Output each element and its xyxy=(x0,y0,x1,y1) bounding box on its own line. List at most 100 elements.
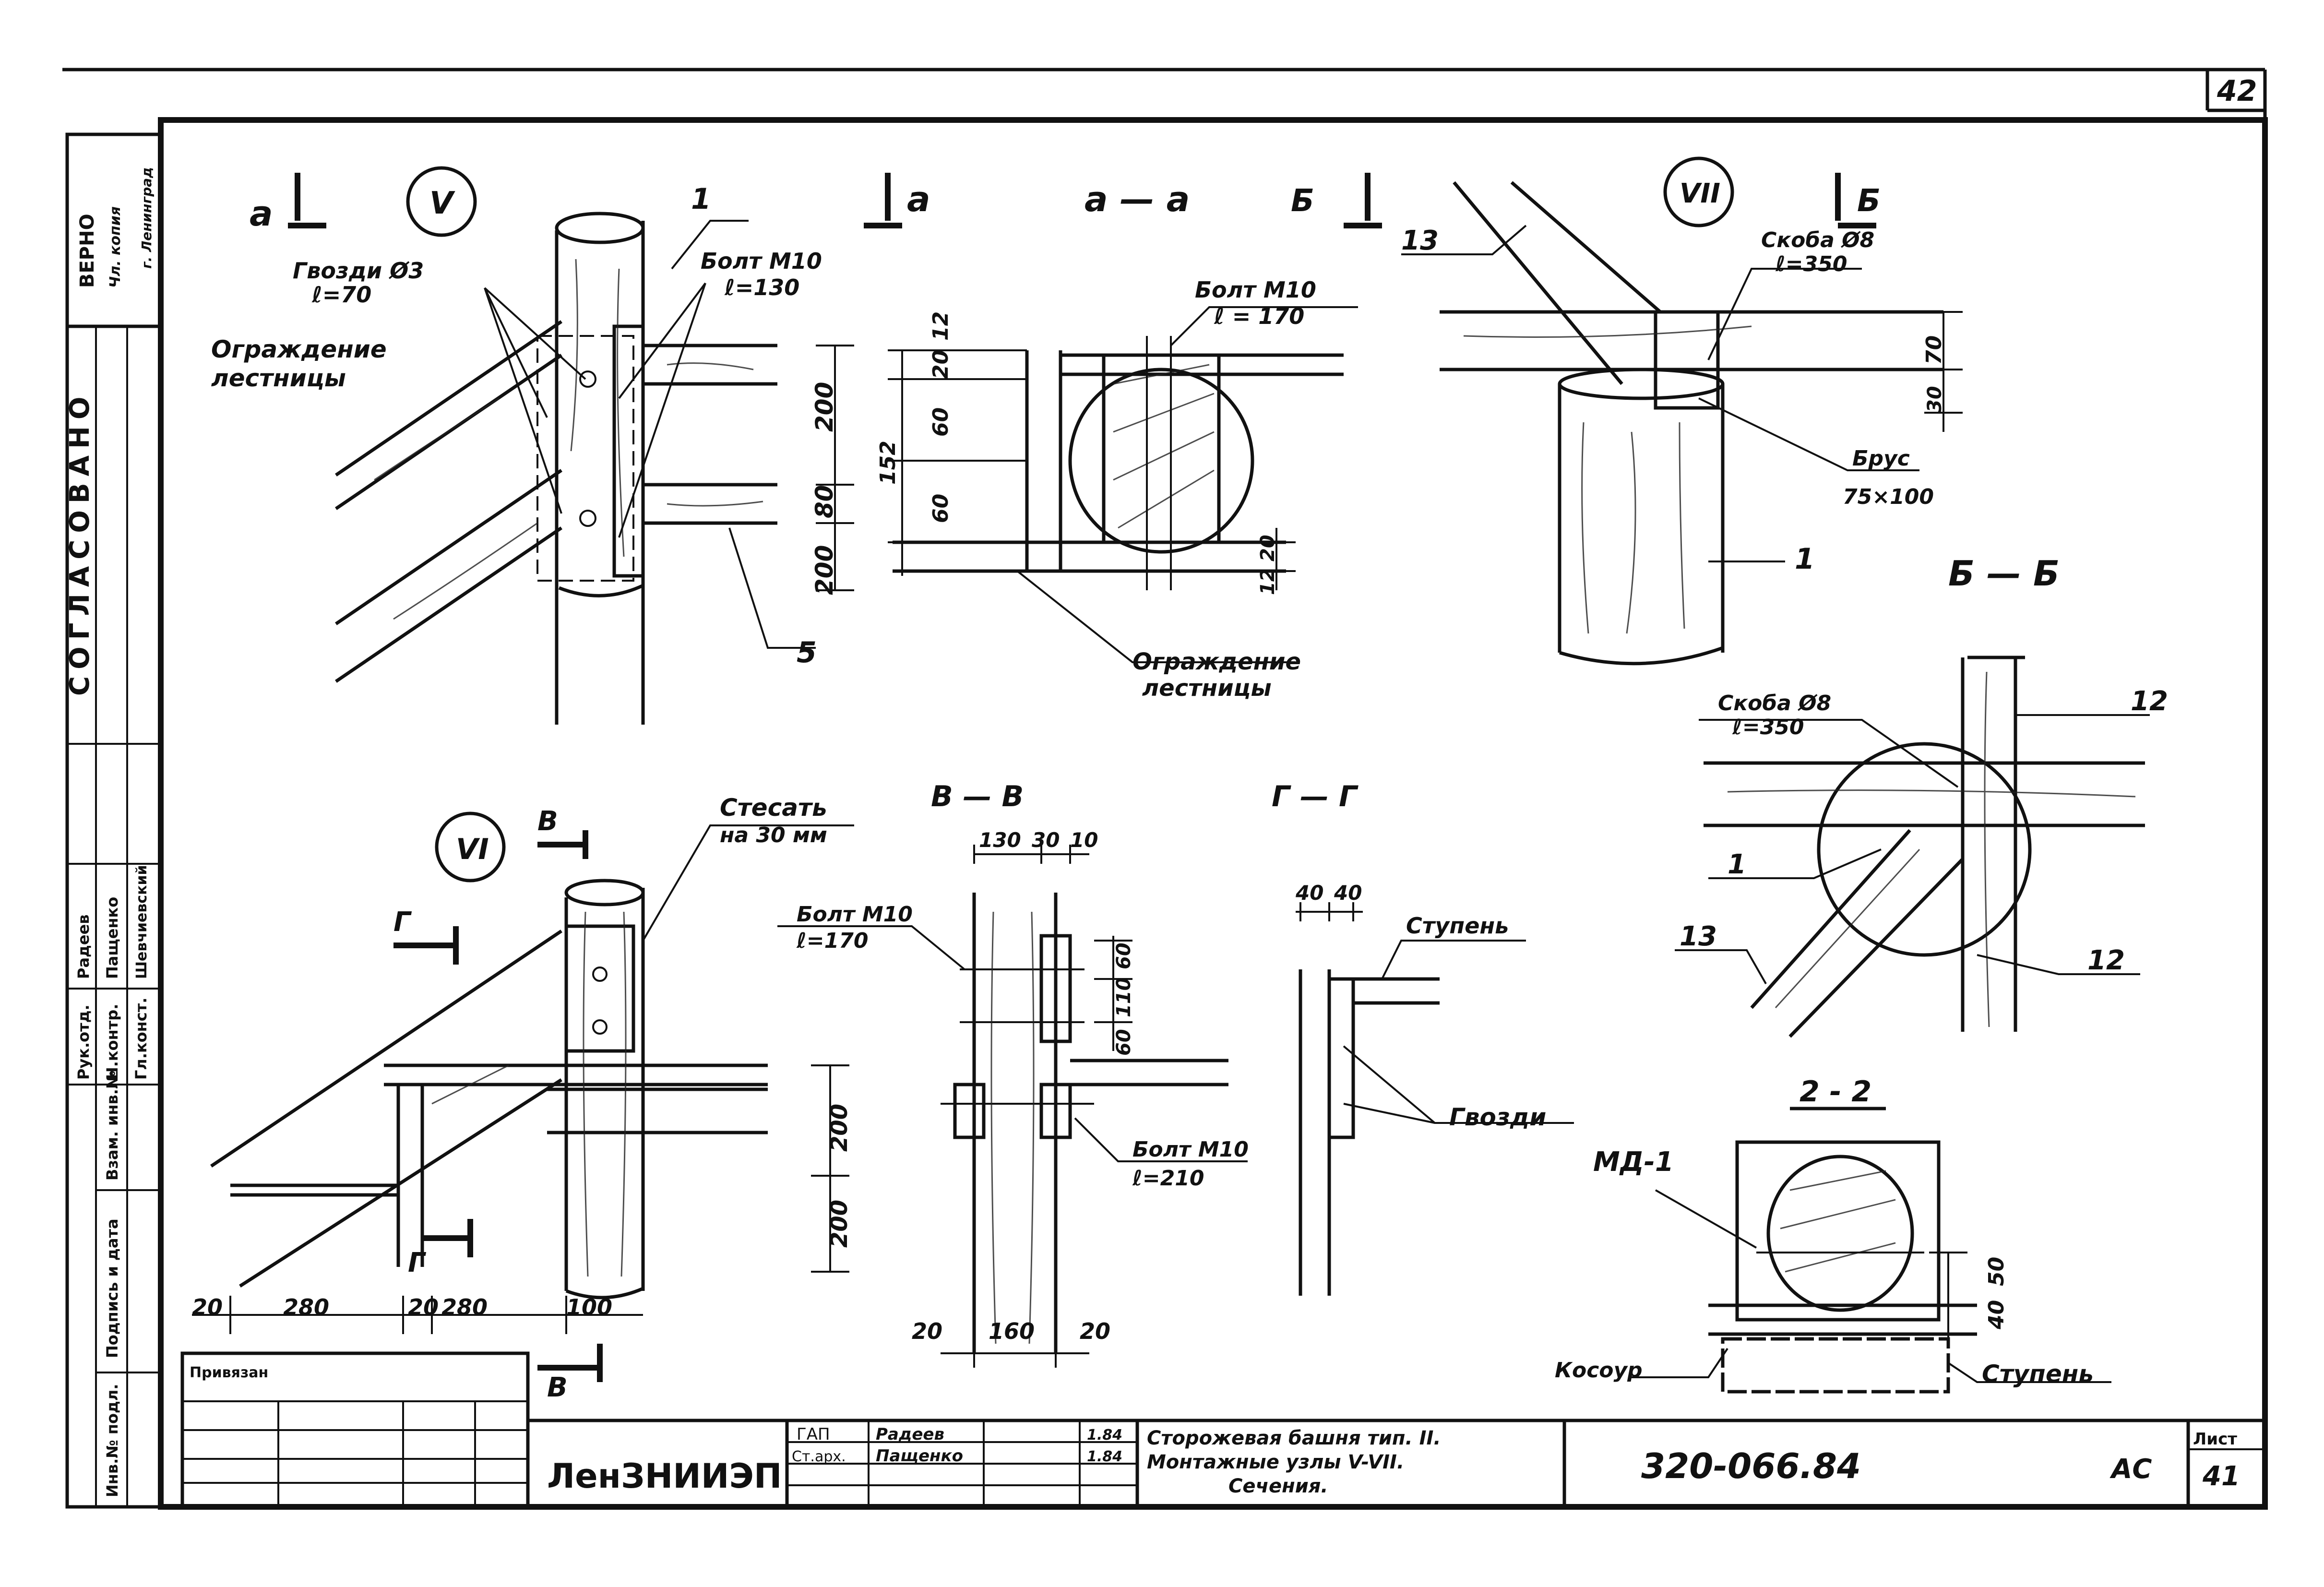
vi-cut-g-top: Г xyxy=(393,907,412,938)
name-1: Радеев xyxy=(74,914,93,979)
gg-step: Ступень xyxy=(1406,913,1509,939)
stamp-date-2: 1.84 xyxy=(1087,1448,1122,1465)
v-callout-5: 5 xyxy=(797,636,817,669)
inv-label-3: Взам. инв.№ xyxy=(103,1071,121,1181)
stamp-role-2: Ст.арх. xyxy=(792,1448,846,1465)
aa-dim-12r: 12 xyxy=(1257,568,1279,595)
vii-bracket-len: ℓ=350 xyxy=(1775,252,1847,276)
bb-bracket: Скоба Ø8 xyxy=(1718,691,1831,716)
vv-bolt2: Болт М10 xyxy=(1132,1137,1249,1162)
aa-bolt-len: ℓ = 170 xyxy=(1214,303,1304,329)
stamp-name-2: Пащенко xyxy=(876,1446,963,1466)
title-block xyxy=(180,1351,2267,1509)
stamp-name-1: Радеев xyxy=(876,1425,944,1444)
bb-callout-1: 1 xyxy=(1728,849,1746,880)
vv-dim-20a: 20 xyxy=(912,1318,942,1344)
vv-dim-110: 110 xyxy=(1113,978,1135,1018)
left-strip xyxy=(65,132,163,1509)
role-1: Рук.отд. xyxy=(74,1004,93,1080)
organization: ЛенЗНИИЭП xyxy=(547,1456,782,1496)
v-marker: V xyxy=(429,186,455,221)
vii-dim-30: 30 xyxy=(1924,386,1946,413)
v-dim-c: 200 xyxy=(810,545,838,595)
aa-dim-12: 12 xyxy=(929,311,953,341)
gg-nails: Гвозди xyxy=(1449,1103,1546,1131)
v-railing-2: лестницы xyxy=(211,364,346,392)
aa-dim-60b: 60 xyxy=(929,494,953,523)
city-note: г. Ленинград xyxy=(139,167,155,269)
vv-dim-60b: 60 xyxy=(1113,1029,1135,1056)
vi-dim-200b: 200 xyxy=(826,1200,853,1248)
s22-dim-50: 50 xyxy=(1984,1257,2009,1286)
vv-dim-60a: 60 xyxy=(1113,943,1135,969)
section-gg-drawing xyxy=(1296,902,1574,1296)
vv-dim-130: 130 xyxy=(979,828,1021,852)
sheet-number: 41 xyxy=(2202,1461,2240,1492)
inv-label-2: Подпись и дата xyxy=(103,1218,121,1358)
section-vv-drawing xyxy=(777,845,1248,1368)
vii-callout-13: 13 xyxy=(1401,225,1439,256)
verno-label: ВЕРНО xyxy=(76,214,98,288)
bb-bracket-len: ℓ=350 xyxy=(1732,715,1804,740)
vv-bolt1: Болт М10 xyxy=(797,902,913,927)
v-nails-len: ℓ=70 xyxy=(311,282,371,308)
title-line-3: Сечения. xyxy=(1228,1475,1328,1497)
vv-dim-30: 30 xyxy=(1032,828,1060,852)
privyazan-label: Привязан xyxy=(190,1364,268,1381)
bb-callout-12a: 12 xyxy=(2131,686,2168,717)
gg-title: Г — Г xyxy=(1272,780,1359,813)
aa-title: а — а xyxy=(1085,179,1190,219)
vi-dim-20b: 20 xyxy=(408,1294,439,1320)
aa-railing-2: лестницы xyxy=(1142,675,1272,702)
vi-marker: VI xyxy=(456,833,489,866)
v-railing-1: Ограждение xyxy=(211,335,387,363)
vi-dim-200a: 200 xyxy=(826,1104,853,1152)
vii-bracket: Скоба Ø8 xyxy=(1761,228,1874,252)
section-22-drawing xyxy=(1632,1107,2111,1394)
stage: АС xyxy=(2109,1454,2152,1485)
vv-dim-160: 160 xyxy=(989,1318,1035,1344)
v-callout-1: 1 xyxy=(691,182,711,216)
vv-bolt1-len: ℓ=170 xyxy=(796,929,868,953)
copy-note: Чл. копия xyxy=(107,206,124,288)
v-dim-a: 200 xyxy=(810,382,838,432)
vi-cut-g-bottom: Г xyxy=(408,1247,427,1278)
name-2: Пащенко xyxy=(103,897,121,979)
s22-title: 2 - 2 xyxy=(1800,1075,1871,1109)
vii-beam-size: 75×100 xyxy=(1843,485,1934,509)
sheet-label: Лист xyxy=(2193,1430,2237,1449)
aa-dim-152: 152 xyxy=(876,441,900,485)
s22-stringer: Косоур xyxy=(1555,1358,1643,1383)
vv-dim-10: 10 xyxy=(1070,828,1098,852)
inv-label-1: Инв.№ подл. xyxy=(103,1384,121,1497)
title-line-2: Монтажные узлы V-VII. xyxy=(1147,1451,1404,1473)
stamp-date-1: 1.84 xyxy=(1087,1427,1122,1444)
s22-step: Ступень xyxy=(1982,1360,2094,1388)
vi-dim-280b: 280 xyxy=(441,1294,488,1320)
vv-dim-20b: 20 xyxy=(1080,1318,1110,1344)
vi-dim-280a: 280 xyxy=(283,1294,329,1320)
v-bolt: Болт М10 xyxy=(701,248,822,274)
sheet-frame xyxy=(62,68,2268,1510)
vi-cut-b-bottom: В xyxy=(547,1372,568,1403)
vv-title: В — В xyxy=(931,780,1024,813)
vi-cut-b-top: В xyxy=(537,806,558,837)
stamp-role-1: ГАП xyxy=(797,1425,830,1444)
title-line-1: Сторожевая башня тип. II. xyxy=(1147,1427,1441,1449)
bb-title: Б — Б xyxy=(1948,553,2060,594)
aa-dim-20: 20 xyxy=(929,350,953,379)
v-cut-left: а xyxy=(250,193,273,234)
bb-callout-12b: 12 xyxy=(2087,945,2125,976)
v-dim-b: 80 xyxy=(810,485,838,518)
vii-cut-right: Б xyxy=(1857,183,1881,219)
name-3: Шевчиевский xyxy=(133,865,150,979)
aa-dim-20r: 20 xyxy=(1257,535,1279,561)
vv-bolt2-len: ℓ=210 xyxy=(1132,1166,1204,1191)
role-3: Гл.конст. xyxy=(132,998,150,1080)
vi-dim-20a: 20 xyxy=(192,1294,223,1320)
node-vii-drawing xyxy=(1344,156,1963,666)
gg-dim-40a: 40 xyxy=(1295,881,1323,905)
vii-cut-left: Б xyxy=(1291,183,1314,219)
corner-number: 42 xyxy=(2217,74,2257,108)
